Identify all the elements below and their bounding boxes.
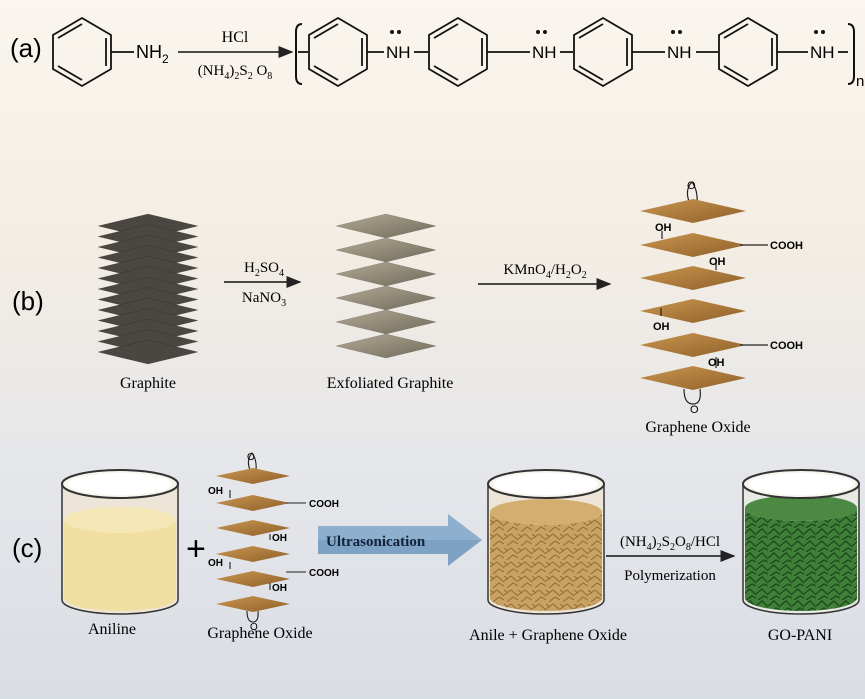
- nh-group-4: NH: [810, 30, 835, 62]
- svg-text:OH: OH: [208, 486, 223, 497]
- panel-a-label: (a): [10, 33, 42, 63]
- svg-text:COOH: COOH: [770, 340, 803, 352]
- exfoliated-sheet-2: [335, 237, 437, 263]
- reagent-persulfate: (NH4)2S2 O8: [198, 63, 273, 82]
- exfoliated-graphite-stack: [335, 213, 437, 359]
- svg-text:OH: OH: [272, 533, 287, 544]
- graphene-oxide-stack-c: O O OH COOH OH OH COOH OH: [208, 452, 339, 633]
- svg-text:COOH: COOH: [309, 568, 339, 579]
- repeat-unit-n: n: [856, 73, 864, 90]
- aniline-beaker: [61, 469, 179, 615]
- plus-sign: +: [186, 530, 206, 568]
- ultrasonication-arrow: Ultrasonication: [318, 514, 482, 566]
- exfoliated-sheet-3: [335, 261, 437, 287]
- svg-text:O: O: [247, 452, 255, 463]
- pani-ring-4: [718, 16, 848, 88]
- svg-text:NH: NH: [810, 43, 835, 62]
- polymer-bracket-right: [847, 23, 855, 85]
- gopani-beaker: [742, 469, 860, 615]
- graphite-sheet-13: [97, 339, 199, 365]
- mixture-label: Anile + Graphene Oxide: [469, 627, 627, 644]
- svg-text:O: O: [690, 404, 699, 416]
- polymerization-label: Polymerization: [624, 568, 716, 584]
- aniline-label: Aniline: [88, 621, 136, 638]
- oh-group: OH: [655, 222, 672, 234]
- svg-text:COOH: COOH: [309, 499, 339, 510]
- svg-text:OH: OH: [272, 583, 287, 594]
- aniline-benzene-ring: [52, 16, 134, 88]
- exfoliated-sheet-6: [335, 333, 437, 359]
- reagent-nano3: NaNO3: [242, 290, 286, 309]
- aniline-nh2-label: NH2: [136, 42, 169, 66]
- svg-text:O: O: [687, 180, 696, 192]
- graphene-oxide-label-c: Graphene Oxide: [207, 625, 312, 642]
- svg-text:OH: OH: [708, 357, 725, 369]
- reagent-kmno4-h2o2: KMnO4/H2O2: [503, 262, 586, 281]
- exfoliated-sheet-1: [335, 213, 437, 239]
- panel-c: (c) Aniline + O O OH COOH: [12, 452, 860, 644]
- pani-ring-3: [573, 16, 718, 88]
- exfoliated-sheet-5: [335, 309, 437, 335]
- pani-ring-2: [428, 16, 573, 88]
- svg-text:OH: OH: [653, 321, 670, 333]
- svg-text:NH: NH: [667, 43, 692, 62]
- gopani-label: GO-PANI: [768, 627, 832, 644]
- nh-group-1: NH: [386, 30, 411, 62]
- panel-c-label: (c): [12, 533, 42, 563]
- exfoliated-graphite-label: Exfoliated Graphite: [327, 375, 454, 392]
- polymer-bracket-left: [295, 23, 303, 85]
- svg-text:OH: OH: [709, 256, 726, 268]
- graphene-oxide-stack: O O OH COOH OH OH COOH OH: [640, 180, 803, 416]
- pani-ring-1: [308, 16, 428, 88]
- ultrasonication-label: Ultrasonication: [326, 534, 426, 550]
- graphene-oxide-label-b: Graphene Oxide: [645, 419, 750, 436]
- svg-text:OH: OH: [208, 558, 223, 569]
- cooh-group: COOH: [770, 240, 803, 252]
- panel-a: (a) NH2 HCl (NH4)2S2 O8: [10, 16, 864, 90]
- panel-b-label: (b): [12, 286, 44, 316]
- nh-group-3: NH: [667, 30, 692, 62]
- svg-text:NH: NH: [386, 43, 411, 62]
- reagent-h2so4: H2SO4: [244, 260, 284, 279]
- graphite-stack: [97, 213, 199, 365]
- panel-b: (b) Graphite H2SO4 NaNO3 Exfoliated Grap…: [12, 180, 803, 436]
- exfoliated-sheet-4: [335, 285, 437, 311]
- svg-text:NH: NH: [532, 43, 557, 62]
- mixture-beaker: [487, 469, 605, 615]
- reagent-persulfate-hcl: (NH4)2S2O8/HCl: [620, 534, 720, 553]
- svg-text:O: O: [250, 622, 258, 633]
- graphite-label: Graphite: [120, 375, 176, 392]
- reagent-hcl: HCl: [222, 29, 249, 46]
- nh-group-2: NH: [532, 30, 557, 62]
